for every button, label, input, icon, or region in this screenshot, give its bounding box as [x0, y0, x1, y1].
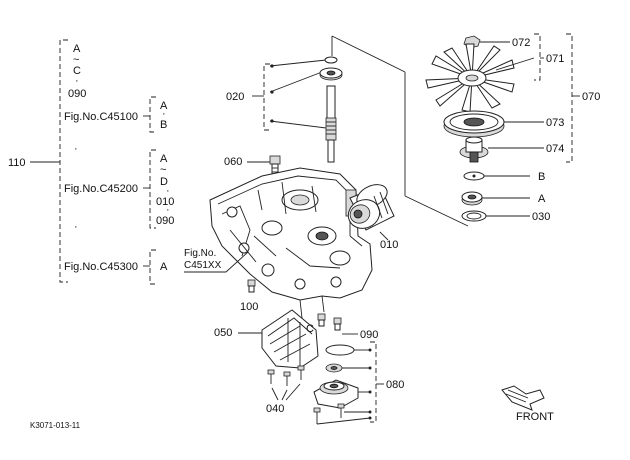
- ref-text: D: [160, 176, 168, 188]
- ref-text: A: [160, 100, 168, 112]
- front-arrow-icon: [501, 385, 545, 411]
- ref-c[interactable]: C: [306, 323, 314, 335]
- washer-080[interactable]: [325, 363, 343, 373]
- label-040[interactable]: 040: [266, 403, 284, 415]
- label-060[interactable]: 060: [224, 156, 242, 168]
- variant-group-2: · Fig.No.C45200 A ~ D · 010 · 090: [64, 143, 174, 229]
- label-100[interactable]: 100: [240, 301, 258, 313]
- label-080[interactable]: 080: [386, 379, 404, 391]
- label-050[interactable]: 050: [214, 327, 232, 339]
- guard-050-group: 050 040: [214, 309, 319, 415]
- plug-090[interactable]: [333, 317, 342, 331]
- front-label: FRONT: [516, 411, 554, 423]
- label-070[interactable]: 070: [582, 91, 600, 103]
- variant-group-1: A ~ C · 090 Fig.No.C45100 A · B: [64, 43, 168, 133]
- shaft-020-group: 020: [226, 35, 469, 227]
- label-030[interactable]: 030: [532, 211, 550, 223]
- lower-group: C 090 080: [306, 313, 404, 425]
- label-010[interactable]: 010: [380, 239, 398, 251]
- dot-text: ·: [74, 221, 78, 233]
- ref-text: ~: [160, 164, 166, 176]
- label-072[interactable]: 072: [512, 37, 530, 49]
- figref-line1[interactable]: Fig.No.: [184, 248, 216, 259]
- ref-text: 010: [156, 196, 174, 208]
- drawing-code: K3071-013-11: [30, 421, 81, 430]
- ref-text: ·: [166, 204, 170, 216]
- variant-text: C: [73, 65, 81, 77]
- plug-c[interactable]: [317, 313, 326, 327]
- assembly-110-group: 110 A ~ C · 090 Fig.No.C45100 A · B · Fi…: [8, 39, 174, 285]
- fan-pulley-073[interactable]: [443, 110, 505, 138]
- bearing-a[interactable]: [461, 191, 483, 206]
- ref-text: ·: [162, 108, 166, 120]
- label-073[interactable]: 073: [546, 117, 564, 129]
- transmission-case[interactable]: [209, 167, 373, 319]
- ref-a[interactable]: A: [538, 193, 546, 205]
- fig-ref-c45200[interactable]: Fig.No.C45200: [64, 183, 138, 195]
- label-071[interactable]: 071: [546, 53, 564, 65]
- cover-plate-080[interactable]: [313, 379, 359, 409]
- plug-100[interactable]: [247, 279, 256, 293]
- label-110: 110: [8, 157, 26, 169]
- bolts-080[interactable]: [313, 403, 345, 424]
- dot-text: ·: [74, 143, 78, 155]
- plug-100-group: 100: [240, 279, 258, 313]
- bearing-020[interactable]: [319, 67, 343, 81]
- variant-text: ~: [73, 54, 79, 66]
- ref-text: A: [160, 153, 168, 165]
- label-090[interactable]: 090: [360, 329, 378, 341]
- variant-text: ·: [75, 75, 79, 87]
- o-ring-080[interactable]: [325, 344, 355, 356]
- oil-filter-010[interactable]: [344, 180, 395, 233]
- figref-line2[interactable]: C451XX: [184, 260, 222, 271]
- fig-callout-c451xx: Fig.No. C451XX: [184, 248, 249, 273]
- ref-text: 090: [156, 215, 174, 227]
- fig-ref-c45100[interactable]: Fig.No.C45100: [64, 111, 138, 123]
- ref-text: B: [160, 119, 167, 131]
- front-direction: FRONT: [501, 385, 554, 423]
- cooling-fan-071[interactable]: [425, 43, 515, 113]
- filter-010-group: 010: [344, 180, 398, 251]
- fig-ref-c45300[interactable]: Fig.No.C45300: [64, 261, 138, 273]
- variant-text: 090: [68, 88, 86, 100]
- input-shaft[interactable]: [325, 85, 337, 163]
- fitting-060-group: 060: [224, 155, 281, 192]
- ref-b[interactable]: B: [538, 171, 545, 183]
- label-020[interactable]: 020: [226, 91, 244, 103]
- ref-text: ·: [166, 185, 170, 197]
- oil-seal-030[interactable]: [461, 210, 487, 222]
- fan-hub-074[interactable]: [459, 136, 489, 163]
- label-074[interactable]: 074: [546, 143, 564, 155]
- snap-ring[interactable]: [324, 56, 338, 64]
- ref-text: A: [160, 261, 168, 273]
- bolts-040[interactable]: [267, 365, 305, 386]
- fan-group-070: 070 071 072: [425, 33, 600, 223]
- variant-text: A: [73, 43, 81, 55]
- guard-plate-050[interactable]: [261, 309, 319, 369]
- variant-group-3: · Fig.No.C45300 A: [64, 221, 168, 285]
